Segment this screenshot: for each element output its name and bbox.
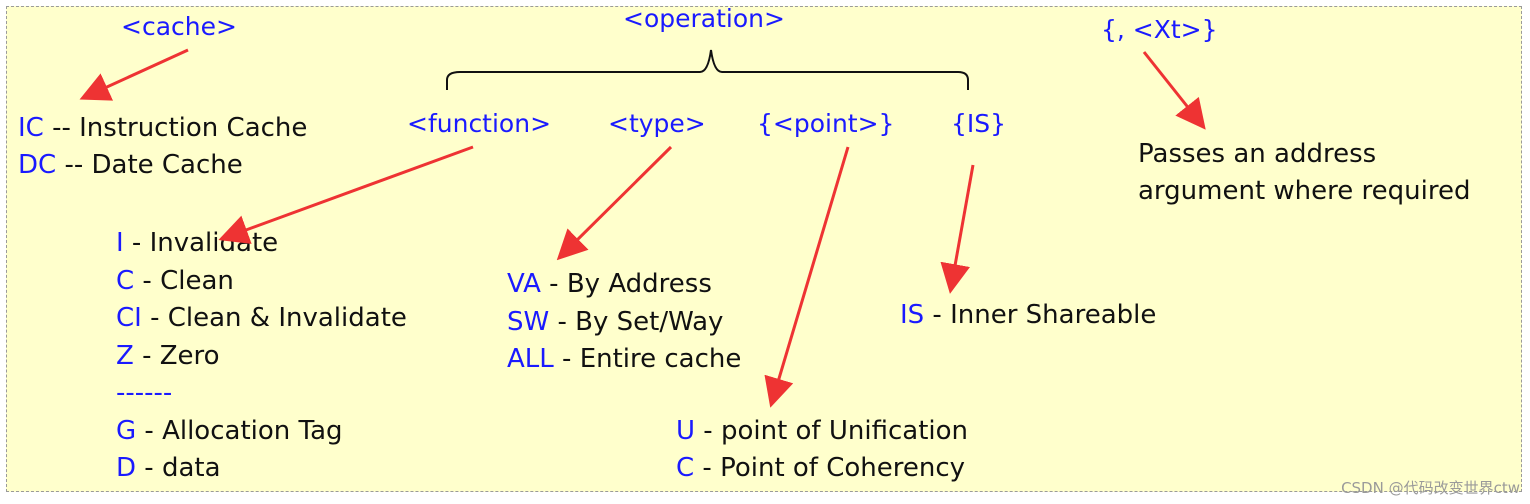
arrow-cache xyxy=(79,48,189,101)
type-desc: Entire cache xyxy=(579,344,742,374)
point-code: U xyxy=(676,416,696,446)
function-sep: - xyxy=(136,416,163,446)
function-code: CI xyxy=(116,303,142,333)
function-desc: Clean xyxy=(160,266,234,296)
header-function: <function> xyxy=(407,109,552,138)
function-item-i: I - Invalidate xyxy=(116,230,278,256)
type-desc: By Set/Way xyxy=(575,307,724,337)
cache-item-dc: DC -- Date Cache xyxy=(18,152,243,178)
arrow-type xyxy=(556,145,673,261)
function-sep: - xyxy=(123,228,150,258)
type-desc: By Address xyxy=(566,269,712,299)
type-sep: - xyxy=(540,269,567,299)
is-code: IS xyxy=(900,300,925,330)
cache-desc: Instruction Cache xyxy=(79,113,308,143)
type-sep: - xyxy=(549,307,576,337)
function-sep: - xyxy=(134,266,161,296)
function-divider: ------ xyxy=(116,378,173,408)
arrow-point xyxy=(764,146,850,408)
arrow-xt xyxy=(1142,51,1206,130)
type-item-sw: SW - By Set/Way xyxy=(507,309,723,335)
type-sep: - xyxy=(553,344,580,374)
type-item-va: VA - By Address xyxy=(507,271,712,297)
type-item-all: ALL - Entire cache xyxy=(507,346,741,372)
function-item-z: Z - Zero xyxy=(116,343,220,369)
is-desc: Inner Shareable xyxy=(950,300,1157,330)
cache-sep: -- xyxy=(56,150,92,180)
cache-code: IC xyxy=(18,113,44,143)
function-code: D xyxy=(116,453,137,483)
function-code: Z xyxy=(116,341,134,371)
point-desc: point of Unification xyxy=(720,416,968,446)
point-item-u: U - point of Unification xyxy=(676,418,968,444)
header-cache: <cache> xyxy=(121,12,237,41)
function-code: C xyxy=(116,266,135,296)
operation-brace xyxy=(446,49,969,90)
xt-note-line-2: argument where required xyxy=(1138,176,1471,206)
header-point: {<point>} xyxy=(757,109,895,138)
header-operation: <operation> xyxy=(623,4,785,33)
point-item-c: C - Point of Coherency xyxy=(676,455,965,481)
function-desc: Clean & Invalidate xyxy=(167,303,407,333)
xt-note-line-1: Passes an address xyxy=(1138,139,1377,169)
cache-code: DC xyxy=(18,150,57,180)
point-sep: - xyxy=(695,416,721,446)
cache-sep: -- xyxy=(43,113,80,143)
function-item-g: G - Allocation Tag xyxy=(116,418,343,444)
arrow-is xyxy=(940,164,975,294)
function-item-c: C - Clean xyxy=(116,268,234,294)
function-code: G xyxy=(116,416,137,446)
header-is: {IS} xyxy=(951,109,1007,138)
point-code: C xyxy=(676,453,695,483)
diagram-panel xyxy=(6,6,1522,492)
function-sep: - xyxy=(136,453,162,483)
function-desc: data xyxy=(161,453,221,483)
is-item: IS - Inner Shareable xyxy=(900,302,1156,328)
watermark: CSDN @代码改变世界ctw xyxy=(1341,479,1520,497)
cache-item-ic: IC -- Instruction Cache xyxy=(18,115,307,141)
type-code: SW xyxy=(507,307,550,337)
function-item-ci: CI - Clean & Invalidate xyxy=(116,305,407,331)
function-sep: - xyxy=(133,341,160,371)
function-sep: - xyxy=(141,303,168,333)
function-desc: Allocation Tag xyxy=(162,416,343,446)
type-code: ALL xyxy=(507,344,554,374)
function-desc: Zero xyxy=(159,341,220,371)
header-type: <type> xyxy=(608,109,706,138)
function-item-d: D - data xyxy=(116,455,221,481)
point-desc: Point of Coherency xyxy=(720,453,966,483)
cache-desc: Date Cache xyxy=(91,150,243,180)
function-code: I xyxy=(116,228,124,258)
point-sep: - xyxy=(694,453,721,483)
header-xt: {, <Xt>} xyxy=(1101,15,1218,44)
type-code: VA xyxy=(507,269,541,299)
is-sep: - xyxy=(924,300,951,330)
arrow-function xyxy=(218,145,474,244)
function-desc: Invalidate xyxy=(149,228,279,258)
